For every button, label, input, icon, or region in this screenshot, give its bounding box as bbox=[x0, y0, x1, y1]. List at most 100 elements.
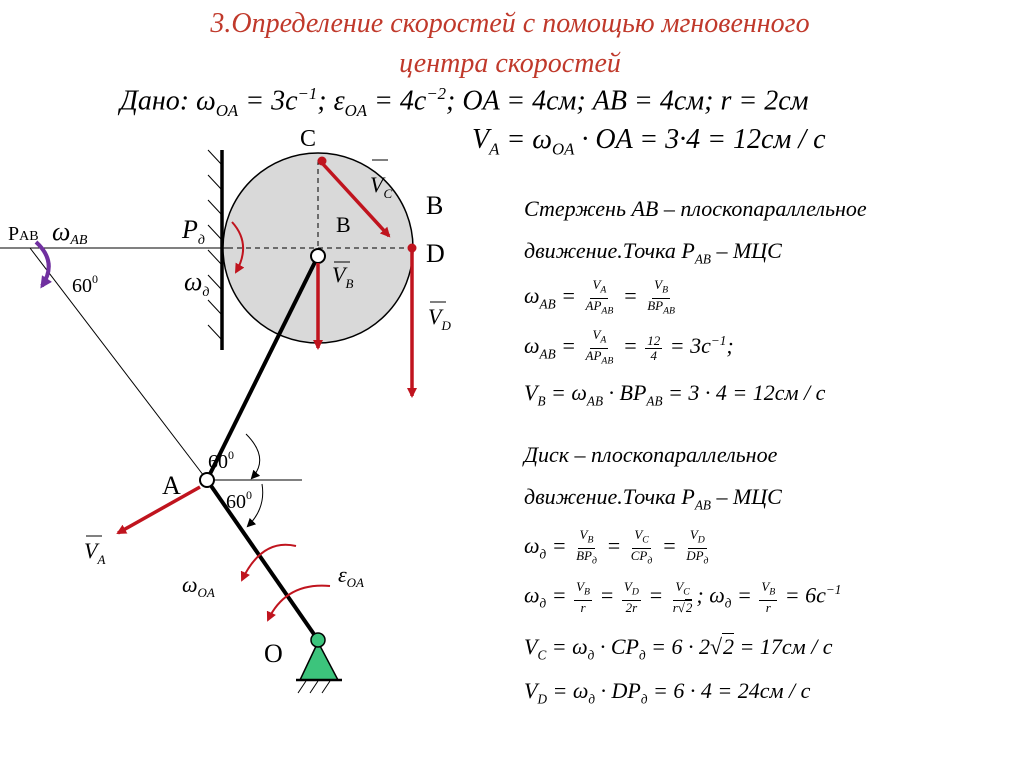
omega-d-letter: ω bbox=[184, 267, 202, 296]
omega-ab-arrow bbox=[34, 240, 52, 289]
point-d bbox=[407, 243, 417, 253]
rod-text-1: Стержень AB – плоскопараллельное bbox=[524, 196, 867, 221]
vc-value: 17см / с bbox=[759, 634, 833, 659]
vb-letter: V bbox=[332, 262, 348, 287]
label-omega-oa: ωOA bbox=[182, 572, 215, 600]
given-label: Дано bbox=[120, 85, 180, 117]
va-sub: A bbox=[96, 552, 105, 567]
omega-oa-arrow bbox=[240, 543, 297, 582]
joint-a bbox=[199, 472, 215, 488]
p-ab-sub: AB bbox=[19, 229, 38, 244]
angle-down-deg: 0 bbox=[246, 488, 252, 502]
title-line-1: 3.Определение скоростей с помощью мгнове… bbox=[210, 8, 810, 39]
label-a: A bbox=[162, 471, 181, 500]
vb-sub: B bbox=[345, 276, 353, 291]
disk-text-1: Диск – плоскопараллельное bbox=[524, 442, 778, 467]
label-angle-60-a-up: 600 bbox=[208, 448, 234, 473]
title-line-2: центра скоростей bbox=[399, 48, 621, 79]
disk-text-2: движение.Точка PAB – МЦС bbox=[524, 484, 782, 513]
svg-text:VD: VD bbox=[428, 304, 451, 333]
omega-ab-value: 3с bbox=[690, 333, 711, 359]
va-equation: VA = ωOA · OA = 3·4 = 12см / с bbox=[472, 124, 826, 159]
point-c bbox=[317, 156, 327, 166]
label-angle-60-left: 600 bbox=[72, 272, 98, 297]
given-ab-value: 4см bbox=[659, 85, 705, 117]
label-va: VA bbox=[84, 535, 105, 567]
label-c: C bbox=[300, 126, 316, 152]
vd-sub: D bbox=[440, 318, 451, 333]
wall-hatching bbox=[207, 149, 223, 341]
angle-arc-upper bbox=[245, 433, 261, 480]
vb-equation: VB = ωAB · BPAB = 3 · 4 = 12см / с bbox=[524, 380, 826, 409]
given-oa-value: 4см bbox=[532, 85, 577, 117]
joint-o bbox=[310, 632, 326, 648]
label-p-ab: PAB bbox=[8, 223, 39, 245]
rod-text-2-post: – МЦС bbox=[710, 238, 782, 263]
label-b-side: B bbox=[426, 191, 443, 220]
label-omega-d: ωд bbox=[184, 267, 209, 300]
disk-text-2-pre: движение.Точка P bbox=[524, 484, 695, 509]
eps-oa-sub: OA bbox=[347, 575, 364, 590]
vc-sub: C bbox=[383, 186, 392, 201]
given-eps-value: 4 bbox=[399, 85, 414, 117]
crank-oa bbox=[205, 478, 320, 642]
svg-text:VA: VA bbox=[84, 538, 105, 567]
p-d-letter: P bbox=[181, 215, 198, 244]
rod-text-2: движение.Точка PAB – МЦС bbox=[524, 238, 782, 267]
va-eq-result: 3·4 = 12см / с bbox=[665, 124, 826, 155]
omega-d-value: 6с bbox=[805, 582, 826, 608]
label-vc: VC bbox=[370, 159, 392, 201]
vc-letter: V bbox=[370, 172, 386, 197]
omega-ab-sub: AB bbox=[69, 233, 88, 248]
page-title: 3.Определение скоростей с помощью мгнове… bbox=[80, 4, 940, 84]
vd-equation: VD = ωд · DPд = 6 · 4 = 24см / с bbox=[524, 678, 811, 707]
given-r-value: 2см bbox=[764, 85, 809, 117]
label-d: D bbox=[426, 239, 445, 268]
disk-text-2-post: – МЦС bbox=[710, 484, 782, 509]
angle-left-value: 60 bbox=[72, 275, 92, 297]
angle-up-deg: 0 bbox=[228, 448, 234, 462]
label-eps-oa: εOA bbox=[338, 562, 364, 590]
angle-up-value: 60 bbox=[208, 451, 228, 473]
omega-d-sub: д bbox=[202, 285, 209, 300]
given-omega-value: 3 bbox=[271, 85, 286, 117]
label-o: O bbox=[264, 639, 283, 668]
vc-equation: VC = ωд · CPд = 6 · 2√2 = 17см / с bbox=[524, 633, 833, 663]
eps-oa-letter: ε bbox=[338, 562, 347, 587]
vd-letter: V bbox=[428, 304, 444, 329]
label-vb: VB bbox=[332, 261, 353, 291]
va-eq-oa: OA bbox=[595, 124, 633, 155]
rod-text-2-pre: движение.Точка P bbox=[524, 238, 695, 263]
svg-text:VC: VC bbox=[370, 172, 392, 201]
p-ab-to-a-line bbox=[29, 247, 208, 481]
vc-vector bbox=[320, 161, 391, 238]
omega-ab-letter: ω bbox=[52, 217, 70, 246]
eps-oa-arrow bbox=[266, 584, 331, 622]
p-ab-letter: P bbox=[8, 223, 19, 245]
given-line: Дано: ωOA = 3с−1; εOA = 4с−2; OA = 4см; … bbox=[120, 84, 809, 120]
svg-text:VB: VB bbox=[332, 262, 353, 291]
support-o bbox=[298, 640, 340, 681]
angle-arc-lower bbox=[246, 483, 264, 528]
angle-down-value: 60 bbox=[226, 491, 246, 513]
vd-value: 24см / с bbox=[737, 678, 811, 703]
va-letter: V bbox=[84, 538, 100, 563]
omega-oa-letter: ω bbox=[182, 572, 198, 597]
va-vector bbox=[116, 485, 201, 535]
joint-b bbox=[310, 248, 326, 264]
support-hatching bbox=[297, 680, 331, 694]
vb-value: 12см / с bbox=[752, 380, 826, 405]
label-b-point: B bbox=[336, 212, 351, 237]
angle-left-deg: 0 bbox=[92, 272, 98, 286]
omega-oa-sub: OA bbox=[198, 585, 215, 600]
label-omega-ab: ωAB bbox=[52, 217, 88, 248]
omega-d-arrow bbox=[231, 221, 245, 274]
va-eq-v: V bbox=[472, 124, 490, 155]
label-angle-60-a-down: 600 bbox=[226, 488, 252, 513]
label-p-d: Pд bbox=[181, 215, 205, 248]
